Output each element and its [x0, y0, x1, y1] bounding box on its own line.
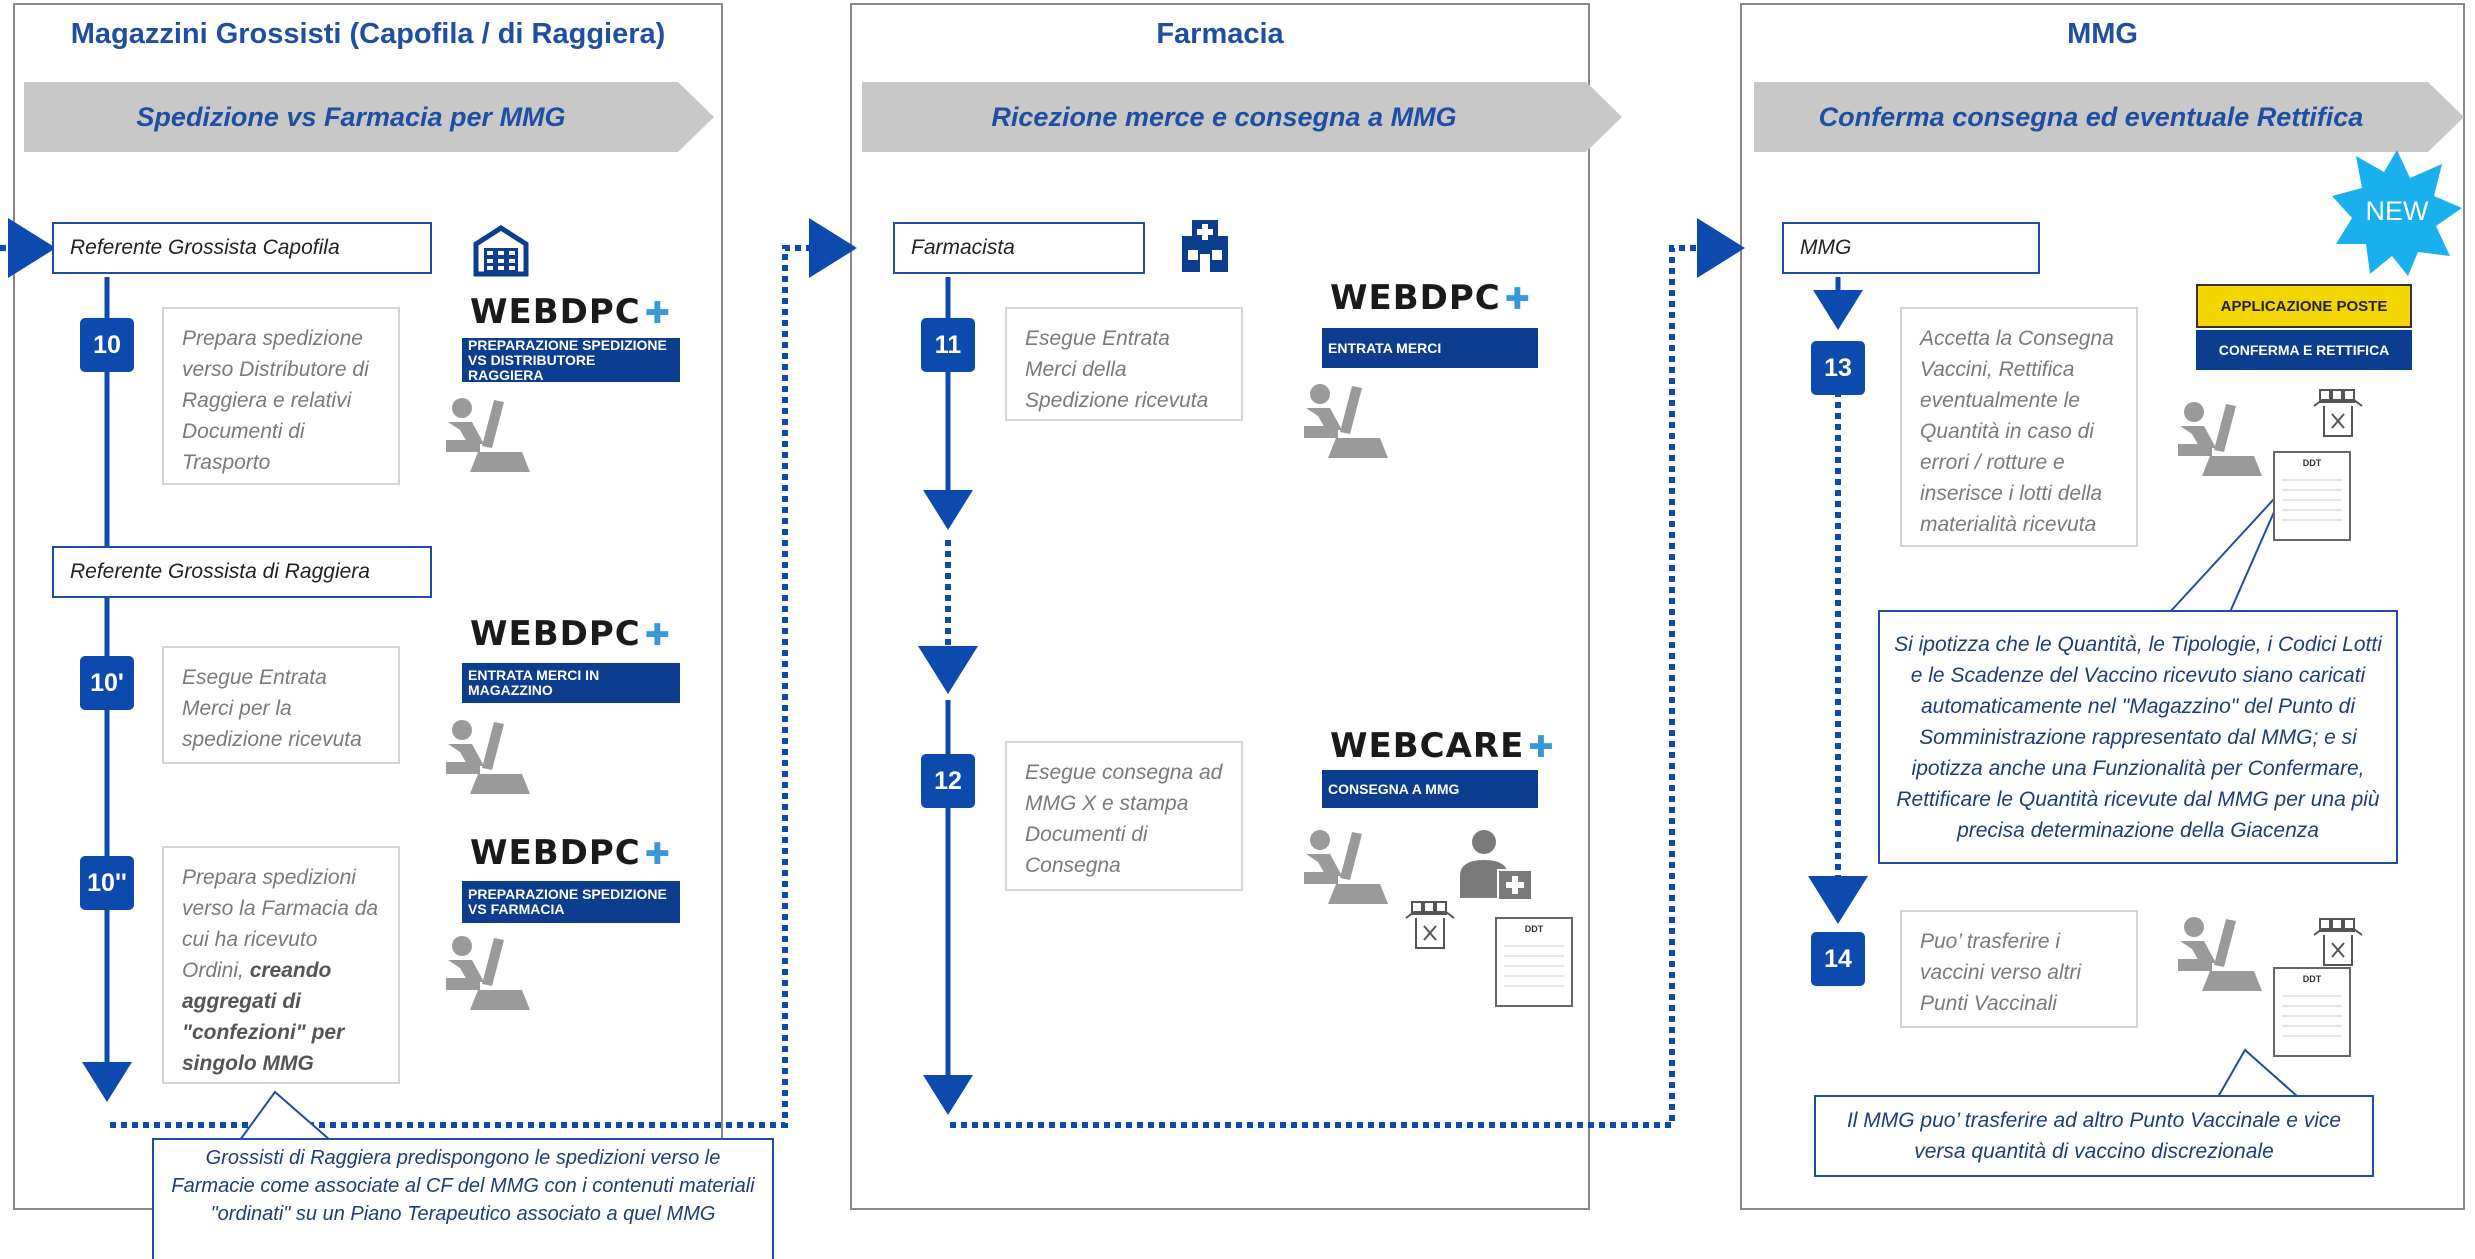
role-raggiera: Referente Grossista di Raggiera — [52, 546, 432, 598]
operator-icon — [1304, 830, 1388, 904]
package-icon — [1405, 901, 1455, 949]
webdpc-logo-11: WEBDPC✚ — [1330, 278, 1531, 318]
callout-grossisti: Grossisti di Raggiera predispongono le s… — [152, 1138, 774, 1259]
callout-transfer: Il MMG puo’ trasferire ad altro Punto Va… — [1814, 1095, 2374, 1177]
label-step-10: PREPARAZIONE SPEDIZIONE VS DISTRIBUTORE … — [462, 337, 680, 382]
role-farmacista: Farmacista — [893, 222, 1145, 274]
banner-farmacia: Ricezione merce e consegna a MMG — [862, 82, 1622, 152]
webdpc-logo-10c: WEBDPC✚ — [470, 833, 671, 873]
webdpc-logo-10: WEBDPC✚ — [470, 292, 671, 332]
step-13-badge: 13 — [1811, 341, 1865, 395]
step-11-badge: 11 — [921, 318, 975, 372]
step-10c-text-plain: Prepara spedizioni verso la Farmacia da … — [182, 866, 379, 982]
step-11-text: Esegue Entrata Merci della Spedizione ri… — [1005, 307, 1243, 421]
plus-icon: ✚ — [644, 618, 671, 653]
role-mmg: MMG — [1782, 222, 2040, 274]
panel-title-farmacia: Farmacia — [1156, 18, 1284, 50]
operator-icon — [446, 398, 530, 472]
warehouse-icon — [473, 225, 529, 277]
callout-mmg-note-text: Si ipotizza che le Quantità, le Tipologi… — [1894, 632, 2382, 842]
webdpc-logo-10b-text: WEBDPC — [470, 614, 641, 654]
step-14-text: Puo’ trasferire i vaccini verso altri Pu… — [1900, 910, 2138, 1028]
plus-icon: ✚ — [644, 837, 671, 872]
callout-mmg-note: Si ipotizza che le Quantità, le Tipologi… — [1878, 610, 2398, 864]
panel-farmacia — [850, 3, 1590, 1210]
label-step-13: CONFERMA E RETTIFICA — [2196, 330, 2412, 370]
package-icon — [2313, 389, 2363, 437]
role-capofila: Referente Grossista Capofila — [52, 222, 432, 274]
step-13-text: Accetta la Consegna Vaccini, Rettifica e… — [1900, 307, 2138, 547]
operator-icon — [2178, 402, 2262, 476]
banner-farmacia-text: Ricezione merce e consegna a MMG — [991, 101, 1457, 132]
callout-grossisti-text: Grossisti di Raggiera predispongono le s… — [171, 1147, 755, 1225]
webcare-logo-12-text: WEBCARE — [1330, 726, 1525, 766]
panel-title-mmg: MMG — [2067, 18, 2138, 50]
webdpc-logo-10b: WEBDPC✚ — [470, 614, 671, 654]
banner-grossisti: Spedizione vs Farmacia per MMG — [24, 82, 714, 152]
doctor-icon — [1460, 830, 1533, 901]
pharmacy-icon — [1182, 220, 1228, 272]
step-14-badge: 14 — [1811, 932, 1865, 986]
label-step-11: ENTRATA MERCI — [1322, 328, 1538, 368]
banner-mmg: Conferma consegna ed eventuale Rettifica — [1754, 82, 2464, 152]
plus-icon: ✚ — [644, 296, 671, 331]
step-10c-text-bold: creando aggregati di "confezioni" per si… — [182, 959, 345, 1075]
operator-icon — [446, 720, 530, 794]
plus-icon: ✚ — [1528, 730, 1555, 765]
ddt-document-icon: DDT — [1495, 917, 1573, 1007]
banner-grossisti-text: Spedizione vs Farmacia per MMG — [136, 101, 566, 132]
ddt-document-label: DDT — [1525, 924, 1544, 934]
webcare-logo-12: WEBCARE✚ — [1330, 726, 1554, 766]
label-applicazione-poste: APPLICAZIONE POSTE — [2196, 284, 2412, 328]
callout-transfer-text: Il MMG puo’ trasferire ad altro Punto Va… — [1846, 1109, 2342, 1163]
label-step-10b: ENTRATA MERCI IN MAGAZZINO — [462, 663, 680, 703]
webdpc-logo-11-text: WEBDPC — [1330, 278, 1501, 318]
ddt-document-label: DDT — [2303, 458, 2322, 468]
panel-title-grossisti: Magazzini Grossisti (Capofila / di Raggi… — [70, 18, 666, 50]
step-10b-text: Esegue Entrata Merci per la spedizione r… — [162, 646, 400, 764]
step-12-text: Esegue consegna ad MMG X e stampa Docume… — [1005, 741, 1243, 891]
ddt-document-icon: DDT — [2273, 967, 2351, 1057]
step-10b-badge: 10' — [80, 656, 134, 710]
webdpc-logo-10-text: WEBDPC — [470, 292, 641, 332]
new-badge: NEW — [2332, 150, 2462, 276]
label-step-12: CONSEGNA A MMG — [1322, 770, 1538, 808]
label-step-10c: PREPARAZIONE SPEDIZIONE VS FARMACIA — [462, 881, 680, 923]
webdpc-logo-10c-text: WEBDPC — [470, 833, 641, 873]
plus-icon: ✚ — [1504, 282, 1531, 317]
new-badge-text: NEW — [2366, 196, 2430, 226]
step-10-text: Prepara spedizione verso Distributore di… — [162, 307, 400, 485]
step-10c-badge: 10'' — [80, 856, 134, 910]
operator-icon — [1304, 384, 1388, 458]
ddt-document-label: DDT — [2303, 974, 2322, 984]
panel-grossisti — [13, 3, 723, 1210]
operator-icon — [446, 936, 530, 1010]
ddt-document-icon: DDT — [2273, 451, 2351, 541]
step-10-badge: 10 — [80, 318, 134, 372]
package-icon — [2313, 918, 2363, 966]
step-12-badge: 12 — [921, 754, 975, 808]
step-10c-text: Prepara spedizioni verso la Farmacia da … — [162, 846, 400, 1084]
banner-mmg-text: Conferma consegna ed eventuale Rettifica — [1818, 101, 2364, 132]
operator-icon — [2178, 917, 2262, 991]
